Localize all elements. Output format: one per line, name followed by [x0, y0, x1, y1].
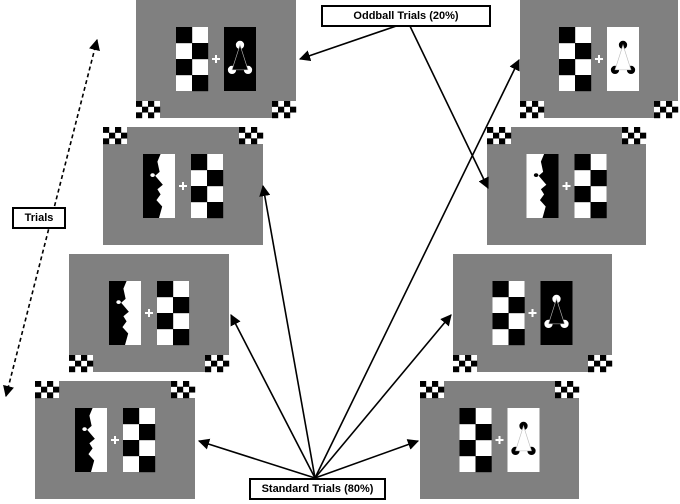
- trial-screen-left-4: [35, 381, 196, 499]
- arrow-oddball-to-left-1: [298, 21, 409, 62]
- stimulus-left-checkerboard: [559, 27, 592, 92]
- corner-marker-right: [622, 127, 647, 145]
- arrow-oddball-to-right-2: [407, 21, 489, 190]
- corner-marker-left: [35, 381, 60, 399]
- stimulus-right-checkerboard: [123, 408, 156, 473]
- corner-marker-right: [171, 381, 196, 399]
- stimulus-right-checkerboard: [157, 281, 190, 346]
- arrow-standard-to-right-4: [314, 439, 420, 479]
- fixation-cross: [595, 55, 603, 63]
- stimulus-right-kanizsa-black: [540, 281, 573, 345]
- corner-marker-left: [136, 101, 161, 119]
- stimulus-left-checkerboard: [492, 281, 525, 346]
- trial-screen-left-1: [136, 0, 297, 119]
- corner-marker-right: [555, 381, 580, 399]
- stimulus-left-face-white: [109, 281, 141, 345]
- arrow-standard-to-right-1: [314, 58, 520, 479]
- arrow-standard-to-left-4: [197, 438, 316, 479]
- corner-marker-right: [239, 127, 264, 145]
- stimulus-left-face-white: [75, 408, 107, 472]
- fixation-cross: [179, 182, 187, 190]
- standard-trials-label: Standard Trials (80%): [249, 478, 386, 500]
- trial-screen-left-3: [69, 254, 230, 373]
- corner-marker-left: [103, 127, 128, 145]
- stimulus-right-kanizsa-black: [224, 27, 256, 91]
- corner-marker-left: [420, 381, 445, 399]
- arrow-standard-to-left-2: [259, 184, 316, 479]
- stimulus-right-kanizsa-white: [607, 27, 639, 91]
- trial-screen-left-2: [103, 127, 264, 245]
- fixation-cross: [212, 55, 220, 63]
- stimulus-right-kanizsa-white: [507, 408, 540, 472]
- fixation-cross: [111, 436, 119, 444]
- trial-screen-right-1: [520, 0, 679, 119]
- arrow-standard-to-right-3: [314, 314, 452, 479]
- trial-screen-right-4: [420, 381, 580, 499]
- corner-marker-left: [69, 355, 94, 373]
- oddball-trials-label: Oddball Trials (20%): [321, 5, 491, 27]
- trials-axis-label: Trials: [12, 207, 66, 229]
- corner-marker-left: [453, 355, 478, 373]
- trial-screen-right-3: [453, 254, 613, 373]
- corner-marker-left: [487, 127, 512, 145]
- stimulus-left-face-black: [526, 154, 559, 218]
- fixation-cross: [495, 436, 504, 444]
- stimulus-left-checkerboard: [176, 27, 209, 92]
- corner-marker-right: [272, 101, 297, 119]
- stimulus-right-checkerboard: [191, 154, 224, 219]
- stimulus-right-checkerboard: [574, 154, 607, 219]
- arrow-standard-to-left-3: [230, 314, 316, 479]
- stimulus-left-face-white: [143, 154, 175, 218]
- stimulus-left-checkerboard: [459, 408, 492, 473]
- fixation-cross: [562, 182, 571, 190]
- corner-marker-right: [654, 101, 679, 119]
- corner-marker-right: [588, 355, 613, 373]
- corner-marker-left: [520, 101, 545, 119]
- fixation-cross: [145, 309, 153, 317]
- corner-marker-right: [205, 355, 230, 373]
- screens-layer: [35, 0, 679, 499]
- trial-screen-right-2: [487, 127, 647, 245]
- fixation-cross: [528, 309, 537, 317]
